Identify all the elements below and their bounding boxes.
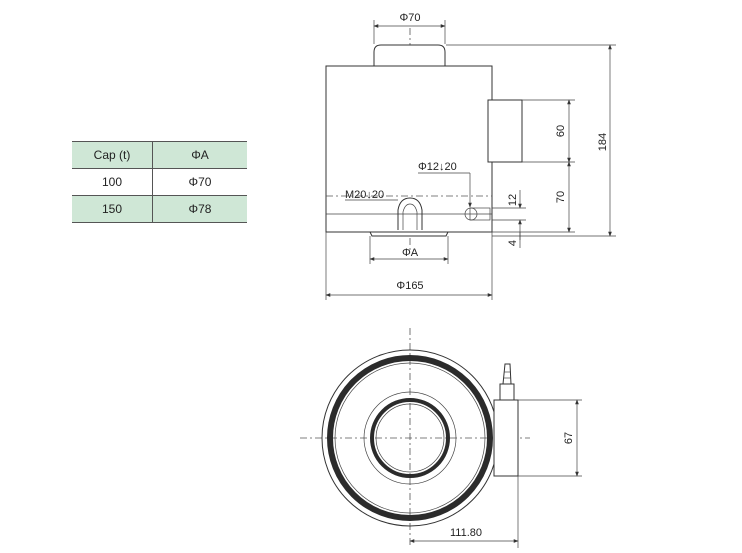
thread-label: M20↓20 xyxy=(345,189,384,201)
plan-outer-ring xyxy=(327,355,493,521)
plan-view: 67 111.80 xyxy=(300,328,582,548)
dim-base-dia: ΦA xyxy=(402,247,419,259)
dim-plan-offset: 111.80 xyxy=(450,527,482,539)
plan-bore xyxy=(375,403,445,473)
side-hole xyxy=(469,207,491,221)
dim-height-12: 12 xyxy=(507,194,519,206)
thread-hole xyxy=(397,197,423,230)
dim-height-connector: 70 xyxy=(555,191,567,203)
top-cap xyxy=(373,44,446,67)
header-phi-a: ΦA xyxy=(152,141,247,169)
cell-cap: 100 xyxy=(101,175,123,189)
dim-height-total: 184 xyxy=(597,133,609,151)
dim-height-box: 60 xyxy=(555,125,567,137)
cell-phi-a: Φ78 xyxy=(152,195,247,223)
dim-plan-width: 67 xyxy=(563,432,575,444)
table-row: 150 Φ78 xyxy=(72,195,247,223)
dim-height-4: 4 xyxy=(507,240,519,246)
base-plate xyxy=(369,231,449,237)
load-cell-body xyxy=(325,65,493,233)
plan-inner-ring xyxy=(370,398,450,478)
header-cap: Cap (t) xyxy=(93,148,131,162)
table-header-row: Cap (t) ΦA xyxy=(72,141,247,169)
cable-gland xyxy=(499,383,515,401)
front-view: Φ70 ΦA Φ165 184 60 70 12 4 M20↓20 xyxy=(325,12,616,300)
plan-inner-circle xyxy=(363,391,457,485)
capacity-table: Cap (t) ΦA 100 Φ70 150 Φ78 xyxy=(72,141,247,223)
table-row: 100 Φ70 xyxy=(72,168,247,196)
side-hole-end xyxy=(464,207,478,221)
cable-connector-box xyxy=(487,99,523,163)
plan-outer-ring-inner xyxy=(334,362,486,514)
hole-label: Φ12↓20 xyxy=(418,161,457,173)
cell-cap: 150 xyxy=(101,202,123,216)
thread-hole-inner xyxy=(402,203,418,230)
cable xyxy=(502,363,512,385)
dim-body-dia: Φ165 xyxy=(396,280,423,292)
plan-connector-box xyxy=(493,399,519,477)
cell-phi-a: Φ70 xyxy=(152,168,247,196)
dim-top-dia: Φ70 xyxy=(399,12,420,24)
